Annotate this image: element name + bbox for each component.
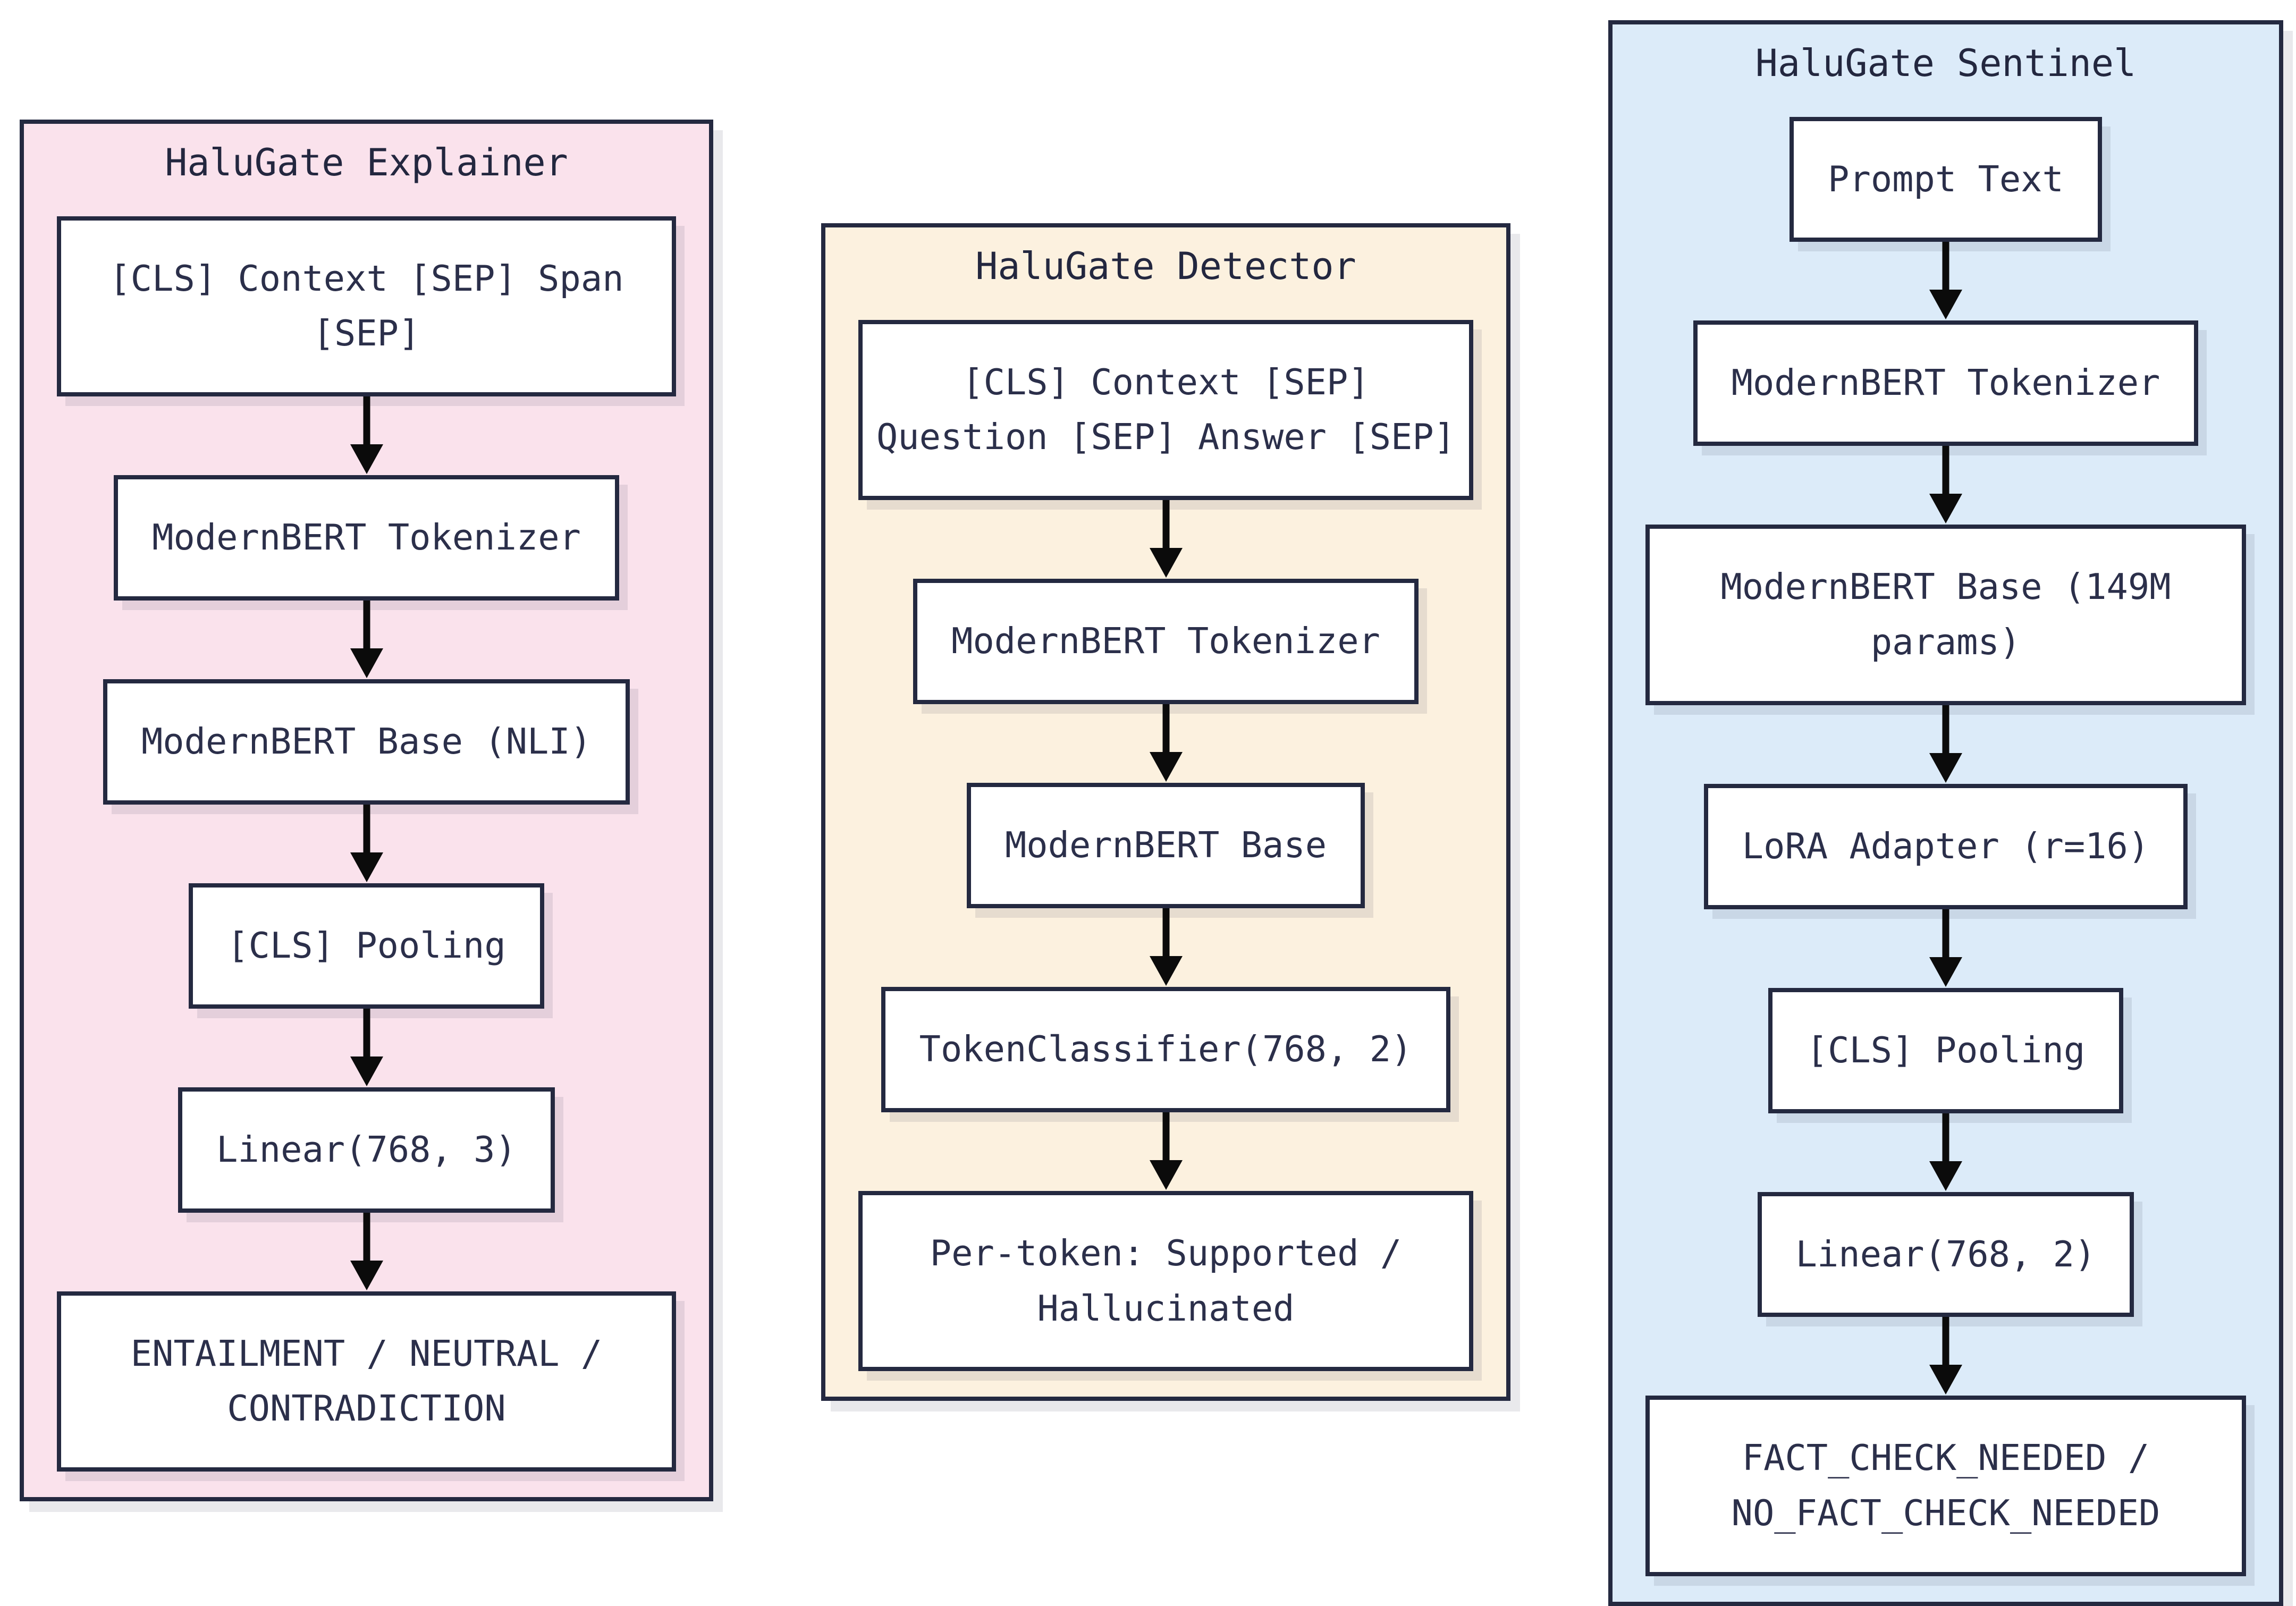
down-arrow-icon (1147, 500, 1185, 579)
down-arrow-icon (1927, 1317, 1964, 1396)
down-arrow-icon (1927, 446, 1964, 525)
explainer-node-linear: Linear(768, 3) (178, 1087, 555, 1213)
sentinel-node-output: FACT_CHECK_NEEDED / NO_FACT_CHECK_NEEDED (1645, 1396, 2246, 1577)
sentinel-node-cls-pooling: [CLS] Pooling (1768, 987, 2124, 1113)
down-arrow-icon (348, 804, 385, 883)
detector-flow: [CLS] Context [SEP] Question [SEP] Answe… (825, 319, 1506, 1372)
down-arrow-icon (1147, 704, 1185, 783)
down-arrow-icon (348, 396, 385, 475)
sentinel-node-tokenizer: ModernBERT Tokenizer (1693, 320, 2199, 446)
down-arrow-icon (1927, 1113, 1964, 1192)
down-arrow-icon (1927, 705, 1964, 784)
detector-node-token-classifier: TokenClassifier(768, 2) (881, 986, 1451, 1112)
down-arrow-icon (348, 601, 385, 679)
down-arrow-icon (1927, 909, 1964, 988)
down-arrow-icon (1147, 908, 1185, 987)
panel-halugate-detector: HaluGate Detector [CLS] Context [SEP] Qu… (821, 223, 1510, 1401)
detector-node-base: ModernBERT Base (966, 783, 1365, 908)
panel-title-explainer: HaluGate Explainer (165, 141, 568, 184)
explainer-node-cls-pooling: [CLS] Pooling (189, 883, 544, 1009)
detector-node-tokenizer: ModernBERT Tokenizer (913, 579, 1419, 705)
explainer-node-tokenizer: ModernBERT Tokenizer (114, 475, 619, 601)
sentinel-node-lora-adapter: LoRA Adapter (r=16) (1703, 783, 2188, 909)
panel-title-detector: HaluGate Detector (975, 244, 1356, 288)
panel-halugate-explainer: HaluGate Explainer [CLS] Context [SEP] S… (20, 120, 713, 1502)
down-arrow-icon (1147, 1112, 1185, 1191)
down-arrow-icon (348, 1008, 385, 1087)
explainer-node-input: [CLS] Context [SEP] Span [SEP] (57, 216, 676, 397)
down-arrow-icon (348, 1212, 385, 1291)
explainer-flow: [CLS] Context [SEP] Span [SEP] ModernBER… (24, 216, 709, 1472)
panel-halugate-sentinel: HaluGate Sentinel Prompt Text ModernBERT… (1608, 20, 2283, 1606)
down-arrow-icon (1927, 242, 1964, 320)
sentinel-flow: Prompt Text ModernBERT Tokenizer ModernB… (1613, 116, 2279, 1577)
explainer-node-output: ENTAILMENT / NEUTRAL / CONTRADICTION (57, 1291, 676, 1472)
sentinel-node-prompt-text: Prompt Text (1789, 116, 2102, 242)
detector-node-input: [CLS] Context [SEP] Question [SEP] Answe… (858, 319, 1473, 501)
sentinel-node-linear: Linear(768, 2) (1757, 1191, 2134, 1317)
sentinel-node-base-149m: ModernBERT Base (149M params) (1645, 525, 2246, 705)
panel-title-sentinel: HaluGate Sentinel (1755, 41, 2137, 85)
explainer-node-base-nli: ModernBERT Base (NLI) (103, 679, 630, 805)
detector-node-output: Per-token: Supported / Hallucinated (858, 1190, 1473, 1372)
